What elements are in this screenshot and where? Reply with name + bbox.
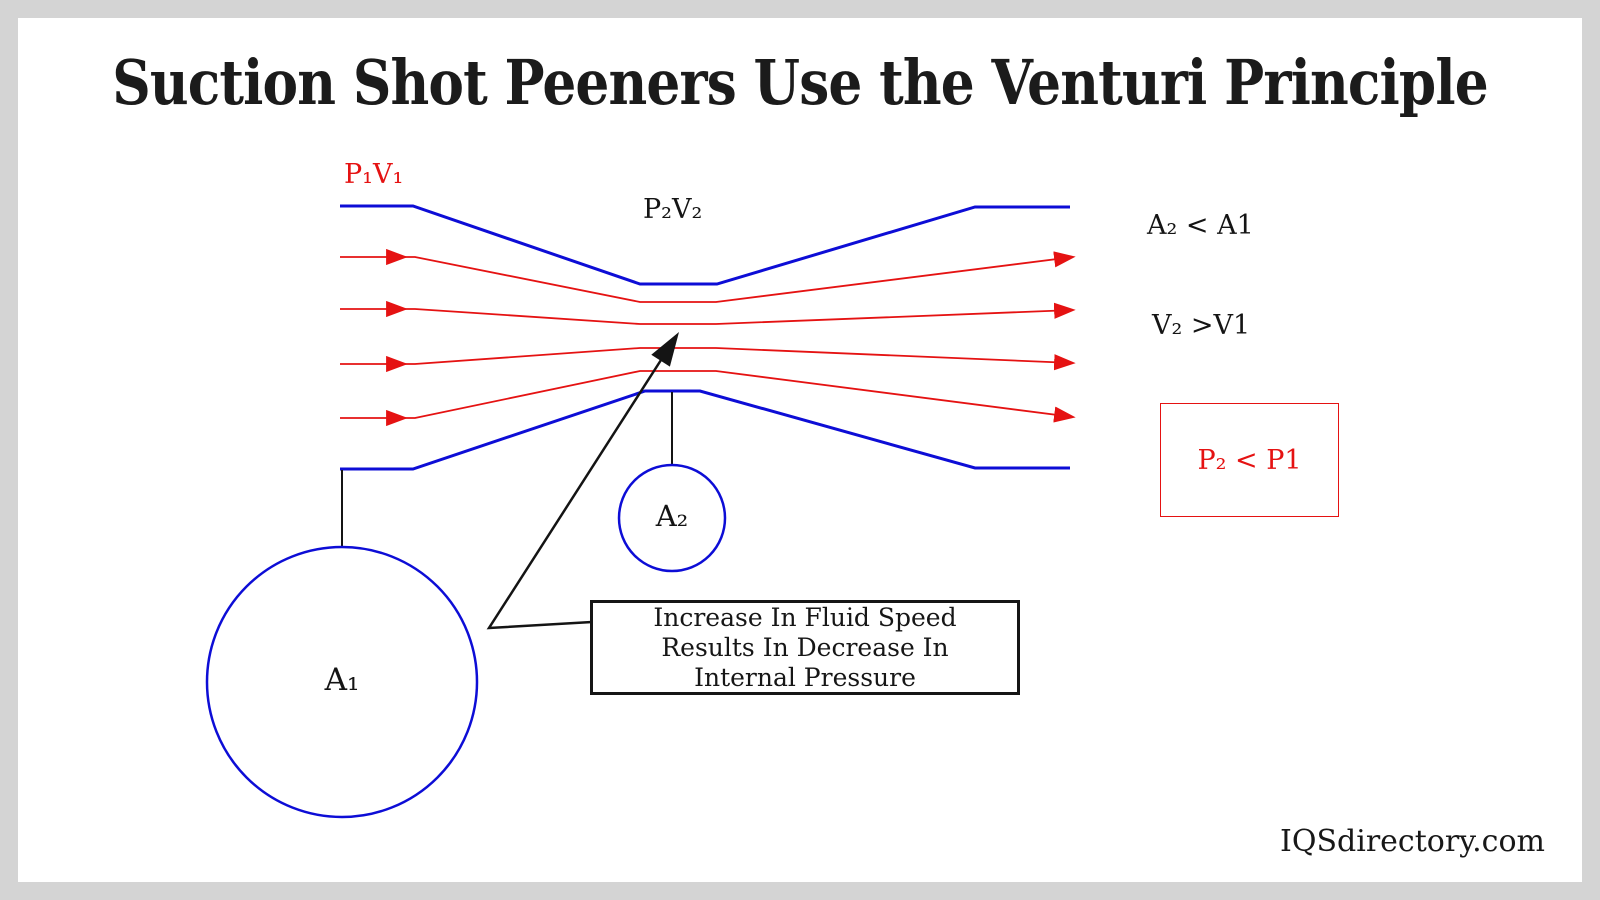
callout-line-1: Increase In Fluid Speed (653, 602, 957, 632)
area-comparison-label: A₂ < A1 (1147, 210, 1254, 241)
pointer-arrowhead (651, 332, 679, 367)
watermark: IQSdirectory.com (1280, 824, 1545, 859)
a2-chamber-circle (617, 463, 727, 573)
p2v2-label: P₂V₂ (643, 194, 703, 225)
callout-line-3: Internal Pressure (694, 662, 916, 692)
pointer-arrow-shaft (486, 359, 663, 630)
tube-bottom-wall (340, 389, 1070, 471)
streamline-2-main (405, 302, 1076, 325)
velocity-comparison-label: V₂ >V1 (1152, 310, 1251, 341)
a2-label: A₂ (655, 499, 689, 533)
p1v1-label: P₁V₁ (344, 159, 404, 190)
paper-background (18, 18, 1582, 882)
pressure-comparison-box: P₂ < P1 (1160, 403, 1339, 517)
callout-box: Increase In Fluid Speed Results In Decre… (590, 600, 1020, 695)
callout-line-2: Results In Decrease In (661, 632, 949, 662)
chamber-connectors (341, 392, 673, 547)
a1-label: A₁ (324, 662, 360, 698)
streamlines (340, 248, 1076, 427)
streamline-4-main (405, 370, 1076, 423)
venturi-tube (340, 204, 1070, 471)
streamline-3-main (405, 347, 1076, 371)
tube-top-wall (340, 204, 1070, 286)
page-title: Suction Shot Peeners Use the Venturi Pri… (112, 46, 1488, 119)
chamber-circles (205, 463, 727, 819)
pointer-arrow (486, 332, 679, 630)
streamline-1-main (405, 251, 1076, 303)
a1-chamber-circle (205, 545, 479, 819)
pressure-comparison-label: P₂ < P1 (1197, 444, 1302, 476)
